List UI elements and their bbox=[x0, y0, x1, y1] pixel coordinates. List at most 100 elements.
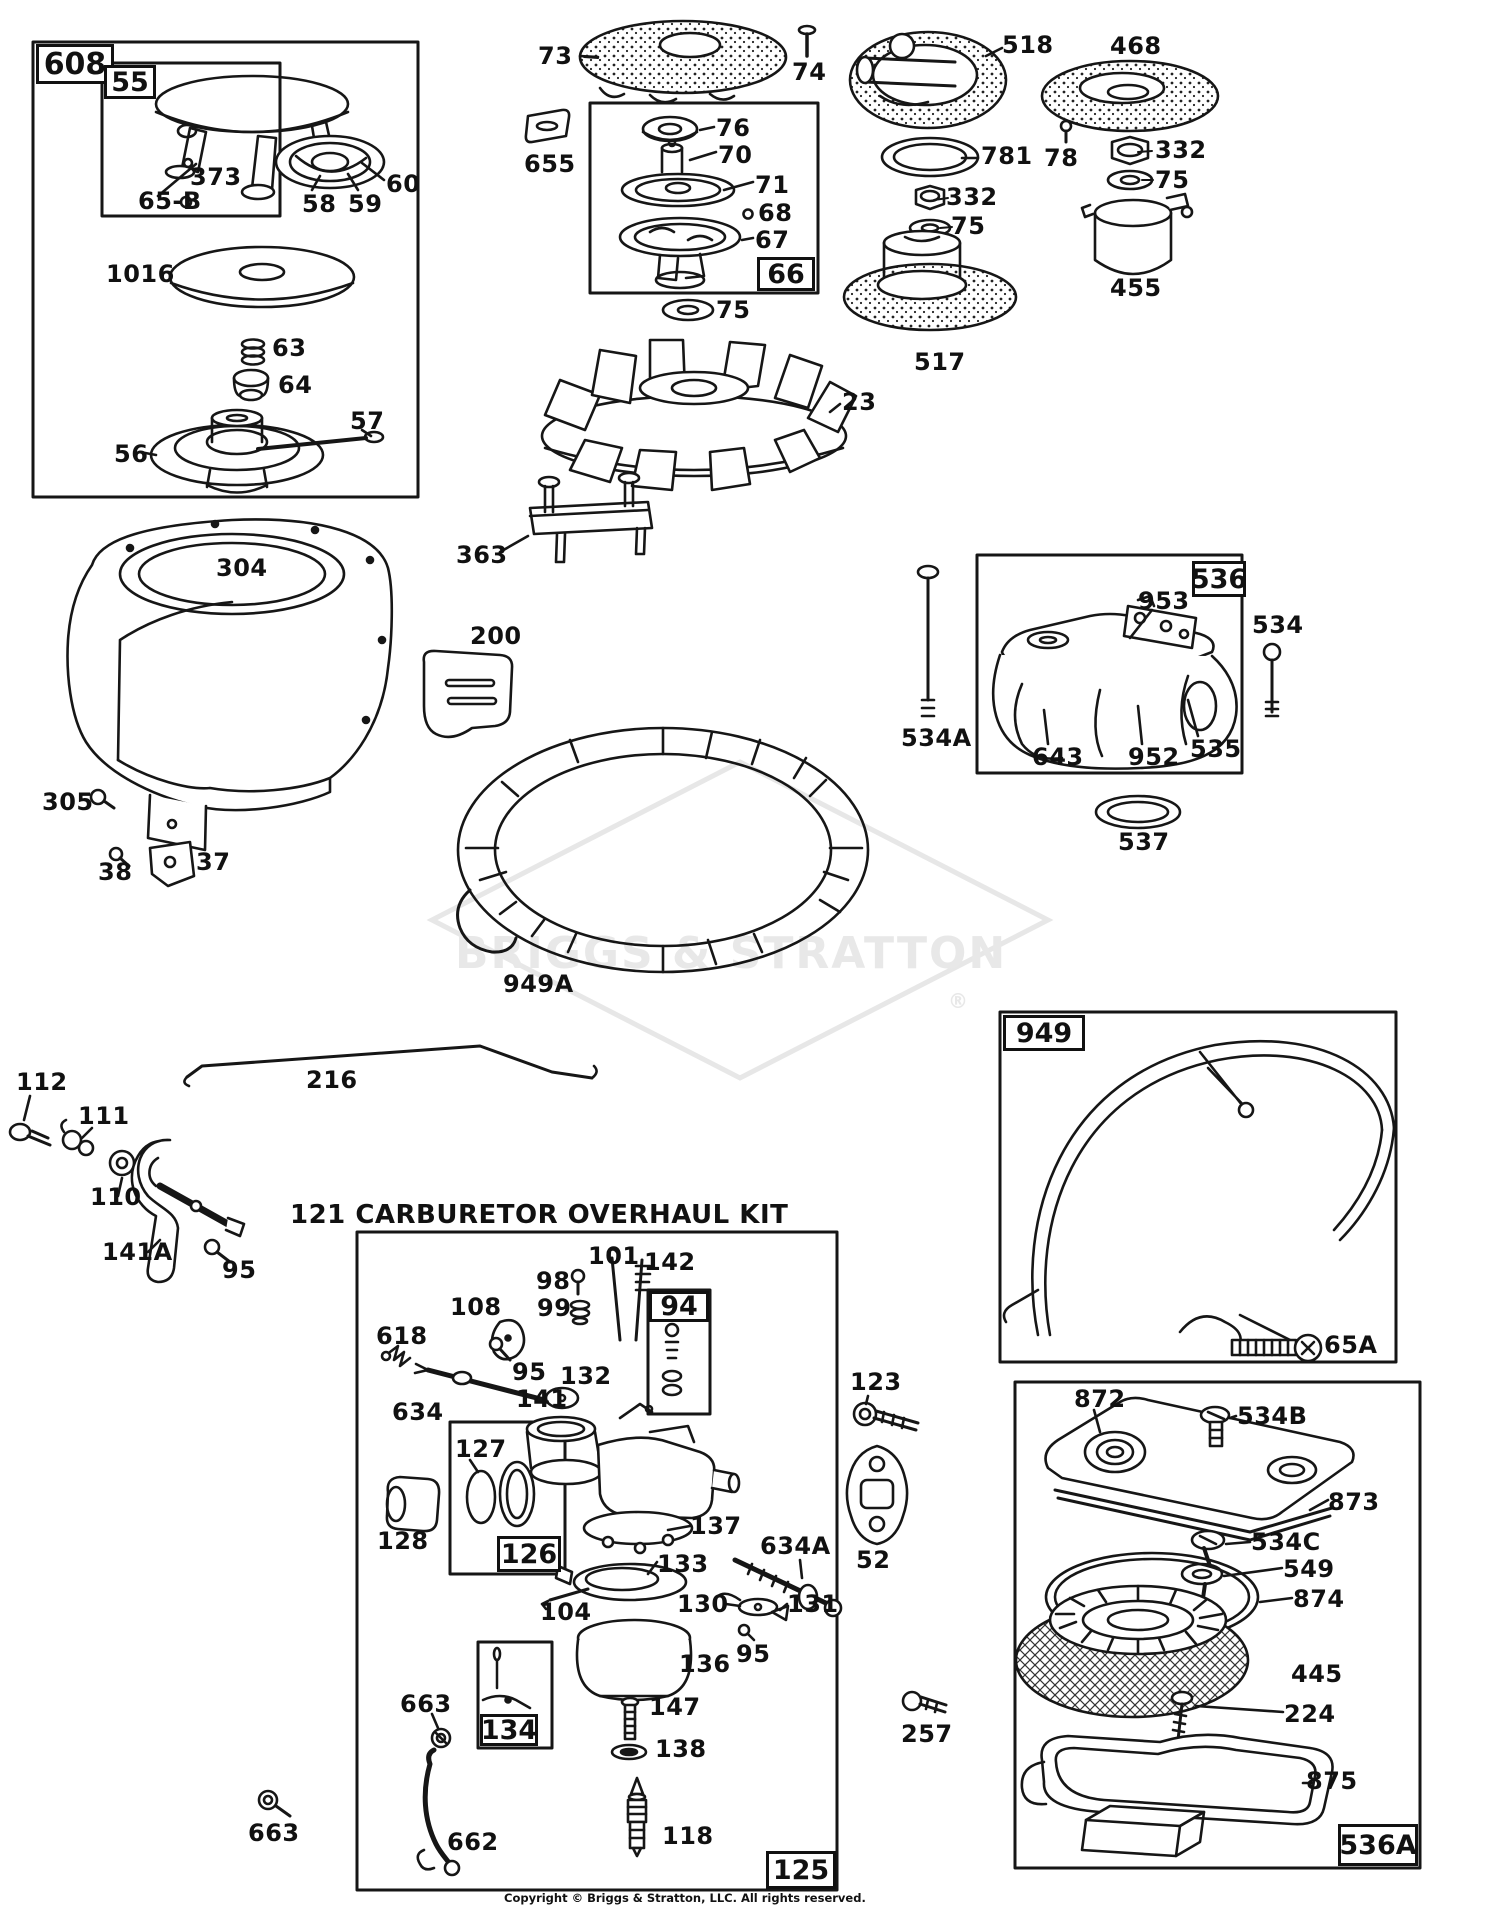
part-label-138: 138 bbox=[655, 1735, 707, 1763]
part-label-141A: 141A bbox=[102, 1238, 173, 1266]
part-label-59: 59 bbox=[348, 190, 383, 218]
part-label-63: 63 bbox=[272, 334, 307, 362]
fasteners-right-drawing bbox=[880, 119, 1154, 238]
part-label-64: 64 bbox=[278, 371, 313, 399]
watermark-text: BRIGGS & STRATTON bbox=[455, 928, 1007, 979]
briggs-watermark: BRIGGS & STRATTON ® bbox=[426, 759, 1054, 1081]
part-label-549: 549 bbox=[1283, 1555, 1335, 1583]
part-label-224: 224 bbox=[1284, 1700, 1336, 1728]
part-label-104: 104 bbox=[540, 1598, 592, 1626]
part-label-58: 58 bbox=[302, 190, 337, 218]
part-label-534: 534 bbox=[1252, 611, 1304, 639]
part-label-23: 23 bbox=[842, 388, 877, 416]
box-badge-134: 134 bbox=[480, 1714, 538, 1746]
part-label-38: 38 bbox=[98, 858, 133, 886]
part-label-112: 112 bbox=[16, 1068, 68, 1096]
part-label-952: 952 bbox=[1128, 743, 1180, 771]
screen-517-drawing bbox=[842, 229, 1018, 332]
part-label-455: 455 bbox=[1110, 274, 1162, 302]
box-badge-66: 66 bbox=[757, 257, 815, 291]
part-label-132: 132 bbox=[560, 1362, 612, 1390]
part-label-643: 643 bbox=[1032, 743, 1084, 771]
part-label-141: 141 bbox=[516, 1385, 568, 1413]
retainer-band-949A-drawing bbox=[456, 726, 870, 974]
watermark-reg-icon: ® bbox=[948, 989, 968, 1013]
part-label-200: 200 bbox=[470, 622, 522, 650]
clutch-assembly-66-drawing bbox=[618, 115, 755, 322]
screen-468-drawing bbox=[1040, 59, 1220, 133]
part-label-257: 257 bbox=[901, 1720, 953, 1748]
part-label-108: 108 bbox=[450, 1293, 502, 1321]
part-label-65A: 65A bbox=[1324, 1331, 1378, 1359]
part-label-949A: 949A bbox=[503, 970, 574, 998]
part-label-95-c: 95 bbox=[736, 1640, 771, 1668]
starter-pulley-parts-drawing bbox=[138, 245, 385, 494]
part-label-118: 118 bbox=[662, 1822, 714, 1850]
part-label-662: 662 bbox=[447, 1828, 499, 1856]
part-label-131: 131 bbox=[787, 1590, 839, 1618]
box-badge-94: 94 bbox=[649, 1291, 709, 1322]
part-label-142: 142 bbox=[644, 1248, 696, 1276]
part-label-305: 305 bbox=[42, 788, 94, 816]
box-badge-536A: 536A bbox=[1338, 1824, 1418, 1866]
part-label-68: 68 bbox=[758, 199, 793, 227]
part-label-468: 468 bbox=[1110, 32, 1162, 60]
part-label-781: 781 bbox=[981, 142, 1033, 170]
part-label-52: 52 bbox=[856, 1546, 891, 1574]
deflector-200-drawing bbox=[422, 649, 514, 739]
part-label-534C: 534C bbox=[1251, 1528, 1321, 1556]
part-label-110: 110 bbox=[90, 1183, 142, 1211]
box-badge-949: 949 bbox=[1003, 1015, 1085, 1051]
part-label-1016: 1016 bbox=[106, 260, 175, 288]
copyright-line: Copyright © Briggs & Stratton, LLC. All … bbox=[504, 1891, 866, 1905]
air-cleaner-536A-drawing bbox=[1014, 1396, 1355, 1858]
part-label-70: 70 bbox=[718, 141, 753, 169]
part-label-304: 304 bbox=[216, 554, 268, 582]
part-label-37: 37 bbox=[196, 848, 231, 876]
part-label-634: 634 bbox=[392, 1398, 444, 1426]
flywheel-screen-73-drawing bbox=[524, 19, 817, 144]
screen-518-drawing bbox=[848, 30, 1008, 130]
leader-lines bbox=[583, 56, 1154, 229]
part-label-872: 872 bbox=[1074, 1385, 1126, 1413]
part-label-875: 875 bbox=[1306, 1767, 1358, 1795]
part-label-874: 874 bbox=[1293, 1585, 1345, 1613]
part-label-127: 127 bbox=[455, 1435, 507, 1463]
part-label-137: 137 bbox=[690, 1512, 742, 1540]
mounting-hardware-drawing bbox=[845, 1394, 948, 1714]
part-label-73: 73 bbox=[538, 42, 573, 70]
part-label-534B: 534B bbox=[1237, 1402, 1308, 1430]
part-label-75-b: 75 bbox=[1155, 166, 1190, 194]
part-label-74: 74 bbox=[792, 58, 827, 86]
control-linkage-parts-drawing bbox=[8, 1044, 598, 1284]
mount-bracket-363-drawing bbox=[498, 471, 654, 564]
kit-title: 121 CARBURETOR OVERHAUL KIT bbox=[290, 1200, 789, 1230]
part-label-534A: 534A bbox=[901, 724, 972, 752]
part-label-95-b: 95 bbox=[512, 1358, 547, 1386]
part-label-618: 618 bbox=[376, 1322, 428, 1350]
part-label-98: 98 bbox=[536, 1267, 571, 1295]
part-label-60: 60 bbox=[386, 170, 421, 198]
part-label-75-a: 75 bbox=[716, 296, 751, 324]
part-label-75-c: 75 bbox=[951, 212, 986, 240]
part-label-537: 537 bbox=[1118, 828, 1170, 856]
part-label-136: 136 bbox=[679, 1650, 731, 1678]
part-label-56: 56 bbox=[114, 440, 149, 468]
oil-cup-455-drawing bbox=[1080, 192, 1194, 276]
part-label-123: 123 bbox=[850, 1368, 902, 1396]
box-badge-536: 536 bbox=[1191, 561, 1247, 597]
part-label-373: 373 bbox=[190, 163, 242, 191]
box-badge-126: 126 bbox=[497, 1536, 561, 1572]
part-label-147: 147 bbox=[649, 1693, 701, 1721]
part-label-76: 76 bbox=[716, 114, 751, 142]
part-label-873: 873 bbox=[1328, 1488, 1380, 1516]
part-label-332-b: 332 bbox=[946, 183, 998, 211]
part-label-130: 130 bbox=[677, 1590, 729, 1618]
carburetor-kit-small-parts-drawing bbox=[257, 1248, 843, 1877]
part-label-363: 363 bbox=[456, 541, 508, 569]
part-label-65B: 65-B bbox=[138, 187, 202, 215]
recoil-starter-drawing bbox=[154, 74, 386, 209]
fuel-tank-536-drawing bbox=[916, 564, 1282, 830]
